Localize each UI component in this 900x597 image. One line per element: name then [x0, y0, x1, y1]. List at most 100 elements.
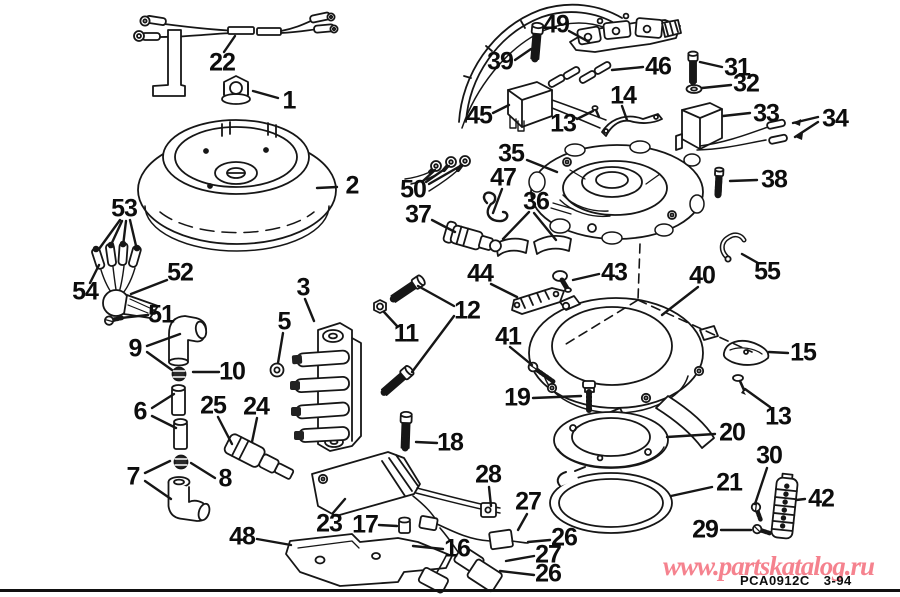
part-label-11: 11: [393, 319, 419, 348]
part-label-27: 27: [535, 540, 562, 569]
part-label-43: 43: [601, 258, 628, 287]
drawing-code-number: PCA0912C: [740, 573, 810, 588]
screw-30: [751, 502, 765, 522]
drawing-code-date: 3-94: [823, 573, 852, 588]
part-label-45: 45: [466, 101, 493, 130]
retaining-ring-21: [539, 462, 672, 533]
part-label-21: 21: [716, 468, 743, 497]
part-label-25: 25: [200, 391, 227, 420]
part-label-10: 10: [219, 357, 246, 386]
alignment-dashed-lines: [566, 244, 752, 352]
part-label-6: 6: [133, 397, 148, 426]
part-label-18: 18: [437, 428, 464, 457]
part-label-48: 48: [229, 522, 256, 551]
trigger-wire-assembly: [418, 503, 528, 594]
bolt-18: [400, 412, 412, 448]
timing-link: [602, 114, 662, 136]
spark-plug-boots-and-tubes: [169, 316, 212, 522]
clamp-28: [481, 503, 496, 517]
part-label-52: 52: [167, 258, 194, 287]
part-label-42: 42: [808, 484, 835, 513]
retainer-clip-55: [722, 235, 744, 262]
spacer-17: [399, 518, 410, 534]
part-label-32: 32: [733, 69, 760, 98]
part-label-13: 13: [550, 109, 577, 138]
part-label-54: 54: [72, 277, 99, 306]
plug-43: [553, 271, 571, 292]
part-label-41: 41: [495, 322, 522, 351]
sensor-assembly-37: [443, 221, 504, 257]
drawing-code: PCA0912C 3-94: [740, 573, 866, 588]
part-label-46: 46: [645, 52, 672, 81]
part-label-15: 15: [790, 338, 817, 367]
leader-lines: [90, 31, 818, 575]
part-label-9: 9: [128, 334, 143, 363]
grommet-10: [173, 368, 186, 381]
ignition-coil: [676, 103, 788, 150]
part-label-13: 13: [765, 402, 792, 431]
part-label-27: 27: [515, 487, 542, 516]
part-label-50: 50: [400, 175, 427, 204]
bullet-connectors-46: [548, 61, 612, 88]
part-label-19: 19: [504, 383, 531, 412]
coil-mounting-bracket: [290, 323, 361, 451]
washer-5: [271, 364, 284, 377]
part-label-28: 28: [475, 460, 502, 489]
pin-13-right: [733, 375, 746, 395]
part-label-29: 29: [692, 515, 719, 544]
part-label-36: 36: [523, 187, 550, 216]
part-label-5: 5: [277, 307, 292, 336]
power-pack: [312, 452, 500, 521]
wedge-liners-36: [496, 236, 571, 256]
part-label-35: 35: [498, 139, 525, 168]
nut-11: [374, 300, 386, 313]
stator-assembly: [529, 141, 704, 244]
part-label-49: 49: [543, 10, 570, 39]
part-label-34: 34: [822, 104, 849, 133]
part-label-16: 16: [444, 534, 471, 563]
part-label-53: 53: [111, 194, 138, 223]
bolt-31: [688, 52, 697, 83]
part-label-20: 20: [719, 418, 746, 447]
cam-bracket-44: [512, 288, 564, 314]
part-label-40: 40: [689, 261, 716, 290]
part-label-24: 24: [243, 392, 270, 421]
part-label-12: 12: [454, 296, 481, 325]
part-label-33: 33: [753, 99, 780, 128]
watermark-text: www.partskatalog.ru: [663, 551, 875, 581]
part-label-26: 26: [535, 559, 562, 588]
part-label-17: 17: [352, 510, 379, 539]
part-label-1: 1: [282, 86, 297, 115]
wiring-harness: [134, 12, 338, 96]
mounting-bracket-plate: [286, 534, 452, 586]
bolt-38: [714, 167, 724, 194]
part-label-8: 8: [218, 464, 233, 493]
ring-terminals-50: [405, 156, 470, 191]
part-label-26: 26: [551, 523, 578, 552]
bolt-12b: [381, 365, 415, 397]
bracket-cover-15: [724, 341, 769, 365]
flywheel-nut: [222, 76, 250, 104]
part-label-51: 51: [148, 300, 175, 329]
part-label-23: 23: [316, 509, 343, 538]
part-label-30: 30: [756, 441, 783, 470]
screw-29: [752, 524, 772, 538]
bottom-rule: [0, 589, 900, 592]
part-label-38: 38: [761, 165, 788, 194]
bolt-19: [583, 381, 595, 410]
part-label-3: 3: [296, 273, 311, 302]
part-label-37: 37: [405, 200, 432, 229]
part-label-14: 14: [610, 81, 637, 110]
terminal-strip-42: [771, 473, 799, 539]
part-label-31: 31: [724, 53, 751, 82]
retainer-plate-20: [554, 412, 668, 468]
plug-wire-terminal-set: [91, 242, 158, 326]
flywheel: [138, 120, 336, 251]
part-label-55: 55: [754, 257, 781, 286]
part-label-22: 22: [209, 48, 236, 77]
part-label-2: 2: [345, 171, 360, 200]
pin-13-top: [592, 106, 599, 117]
part-label-7: 7: [126, 462, 141, 491]
